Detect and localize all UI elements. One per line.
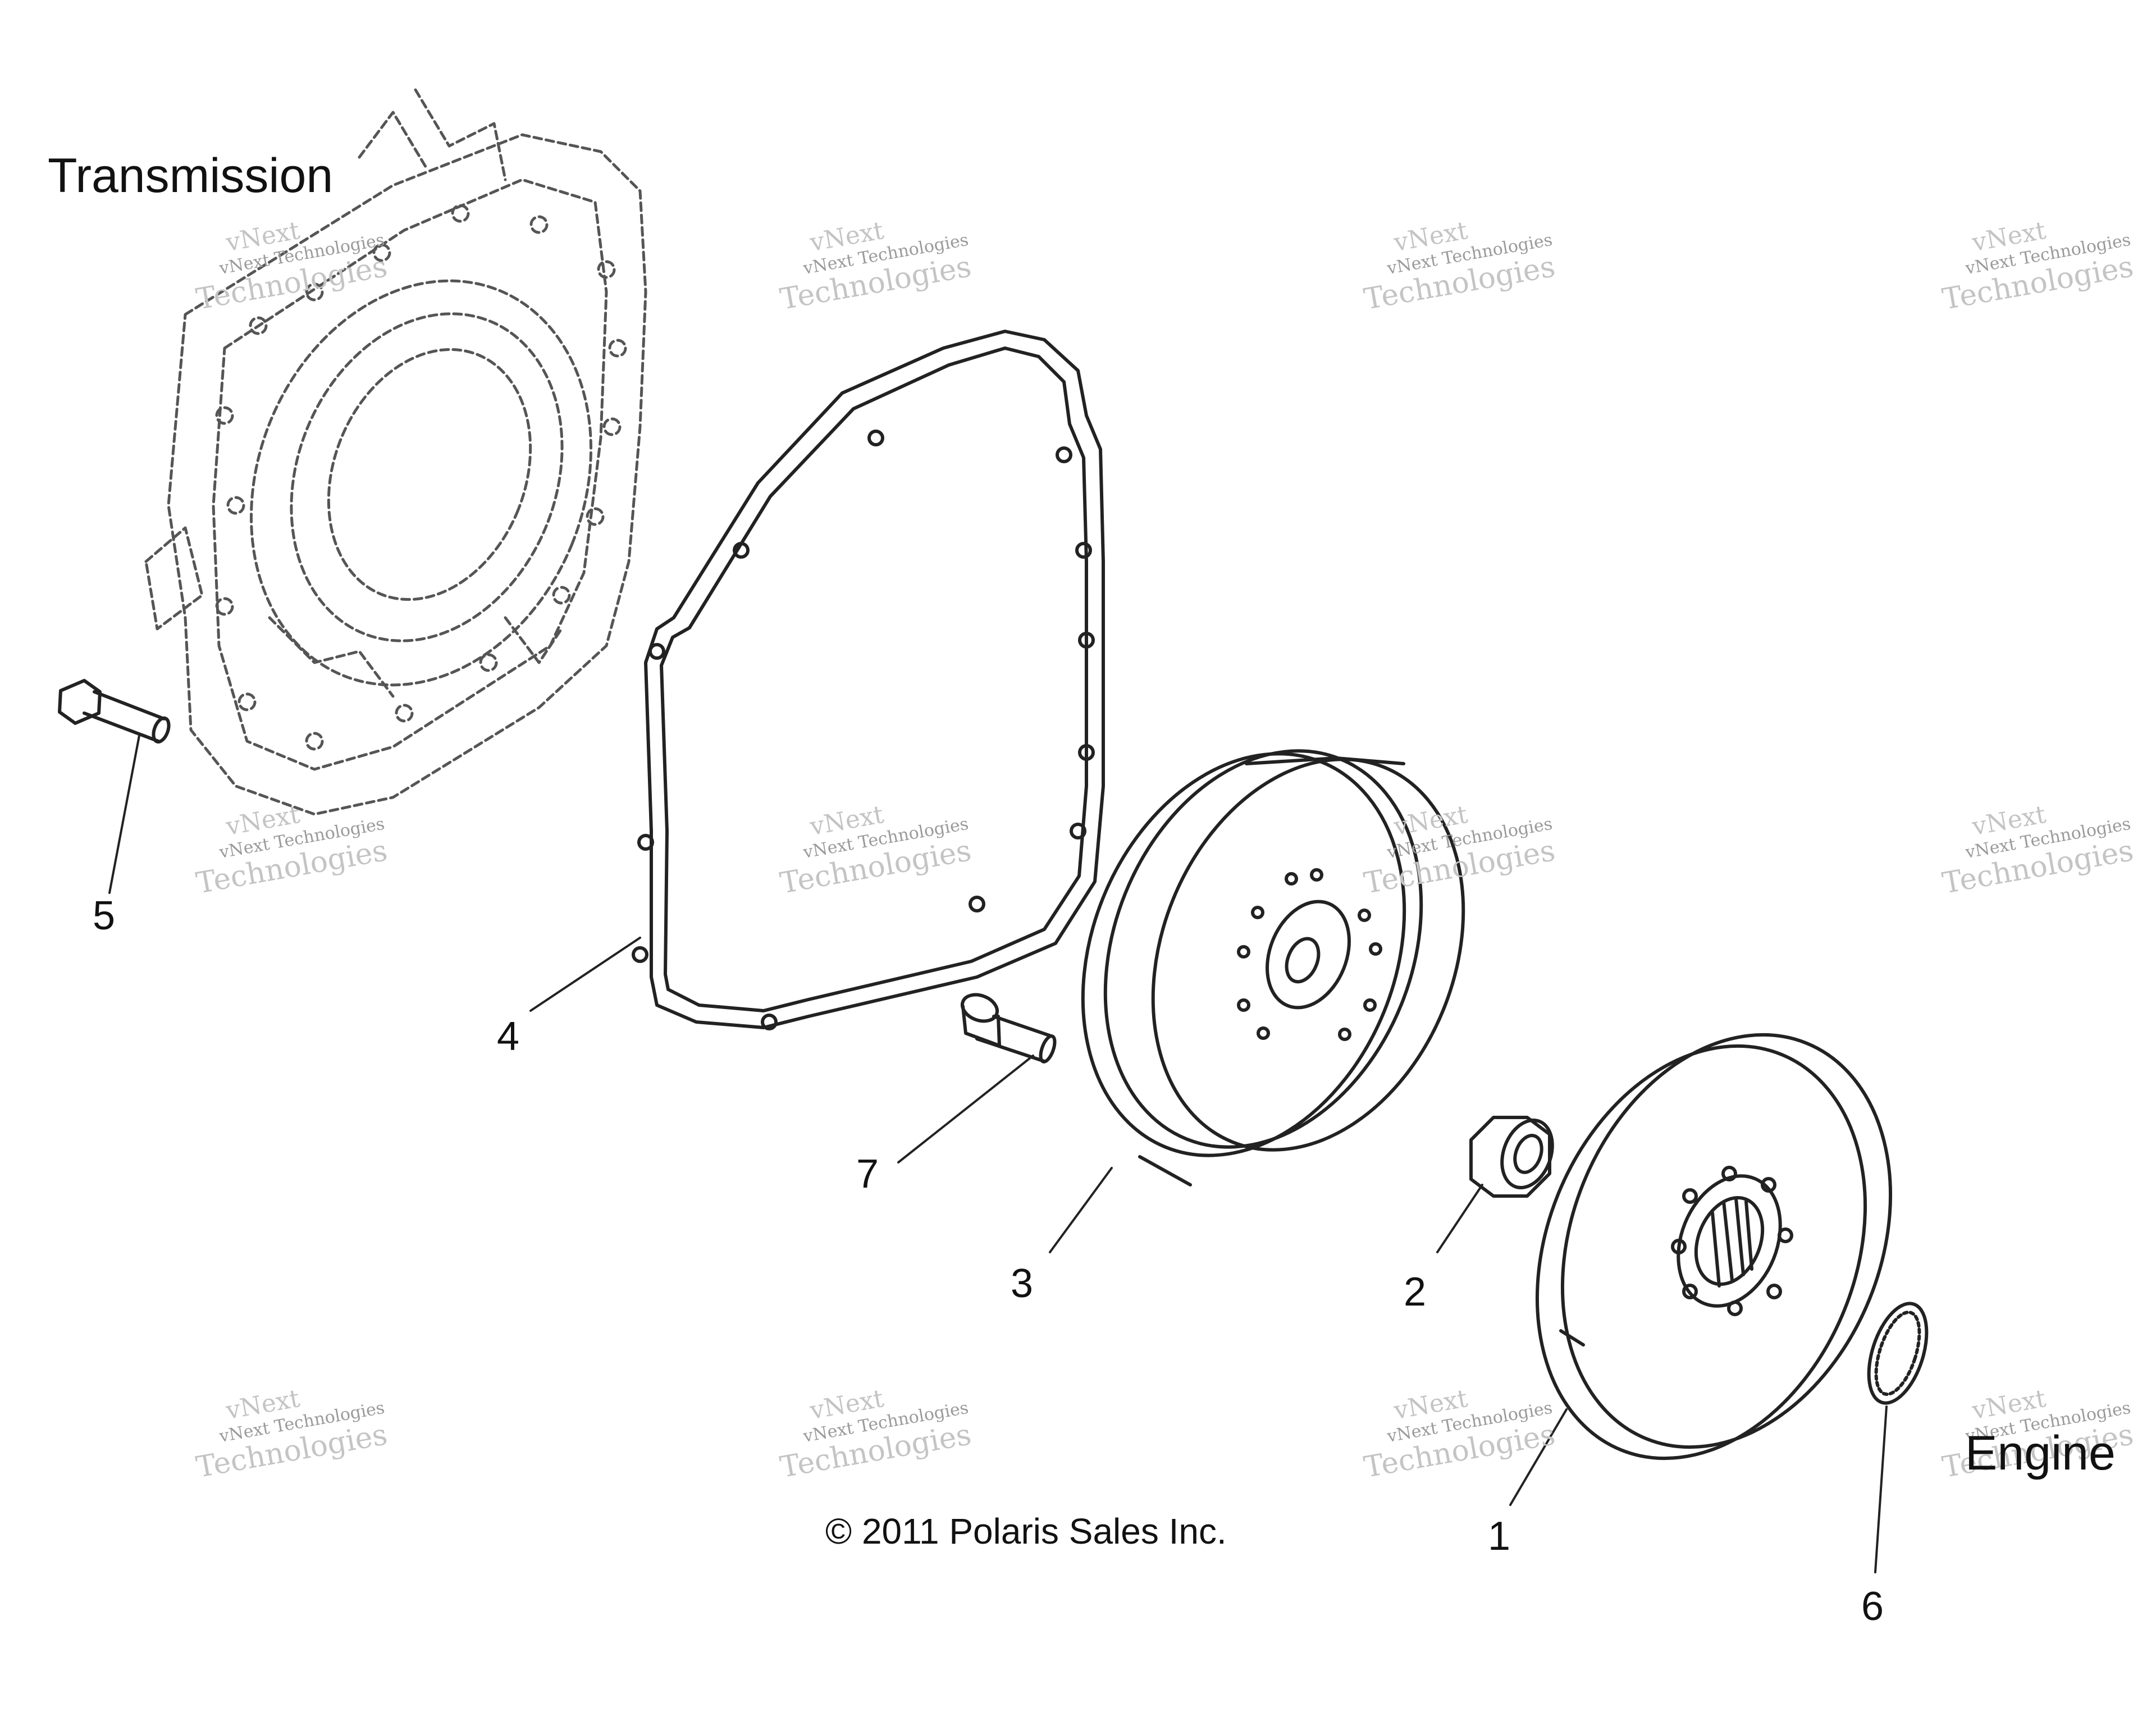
callout-4: 4	[497, 1014, 520, 1059]
part-2-nut	[1469, 1116, 1554, 1198]
transmission-label: Transmission	[48, 149, 334, 203]
part-7-pin	[961, 993, 1057, 1064]
callout-6: 6	[1861, 1584, 1884, 1629]
callout-3: 3	[1011, 1261, 1034, 1306]
part-6-ring	[1867, 1302, 1929, 1405]
engine-label: Engine	[1965, 1426, 2116, 1480]
part-4-gasket	[632, 330, 1105, 1030]
callout-1: 1	[1488, 1514, 1511, 1559]
callout-5: 5	[93, 893, 116, 938]
callout-2: 2	[1404, 1270, 1427, 1315]
part-3-drum	[1081, 749, 1465, 1186]
copyright-notice: © 2011 Polaris Sales Inc.	[825, 1511, 1227, 1551]
transmission-housing	[144, 88, 647, 816]
part-5-bolt	[58, 679, 171, 744]
callout-7: 7	[856, 1152, 879, 1197]
part-1-clutch-plate	[1535, 1033, 1893, 1461]
leader-lines	[108, 734, 1888, 1573]
